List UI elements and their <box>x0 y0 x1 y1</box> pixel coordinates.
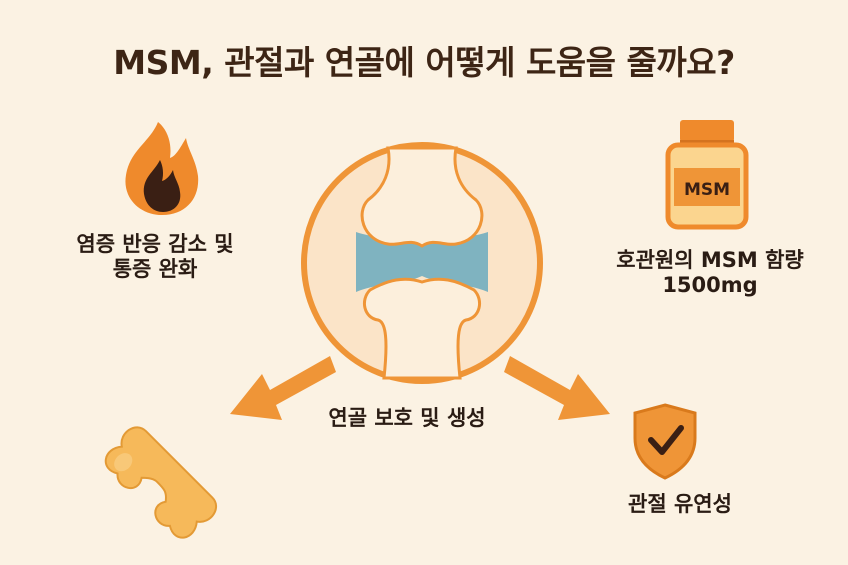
inflammation-line1: 염증 반응 감소 및 <box>76 232 234 256</box>
inflammation-line2: 통증 완화 <box>112 257 198 281</box>
flame-icon <box>125 122 199 215</box>
shield-check-icon <box>633 403 697 480</box>
inflammation-label: 염증 반응 감소 및 통증 완화 <box>30 232 280 282</box>
msm-content-line2: 1500mg <box>662 273 758 297</box>
cartilage-protection-label: 연골 보호 및 생성 <box>328 406 486 430</box>
msm-content-label: 호관원의 MSM 함량 1500mg <box>585 248 835 298</box>
msm-content-line1: 호관원의 MSM 함량 <box>616 248 804 272</box>
arrow-right <box>504 356 610 420</box>
page-title: MSM, 관절과 연골에 어떻게 도움을 줄까요? <box>113 43 735 82</box>
supplement-jar-icon: MSM <box>665 120 749 230</box>
joint-flexibility-label: 관절 유연성 <box>628 492 732 516</box>
arrow-left <box>230 356 336 420</box>
bone-icon <box>104 426 218 539</box>
jar-label: MSM <box>684 180 730 200</box>
knee-joint-icon <box>301 142 543 384</box>
